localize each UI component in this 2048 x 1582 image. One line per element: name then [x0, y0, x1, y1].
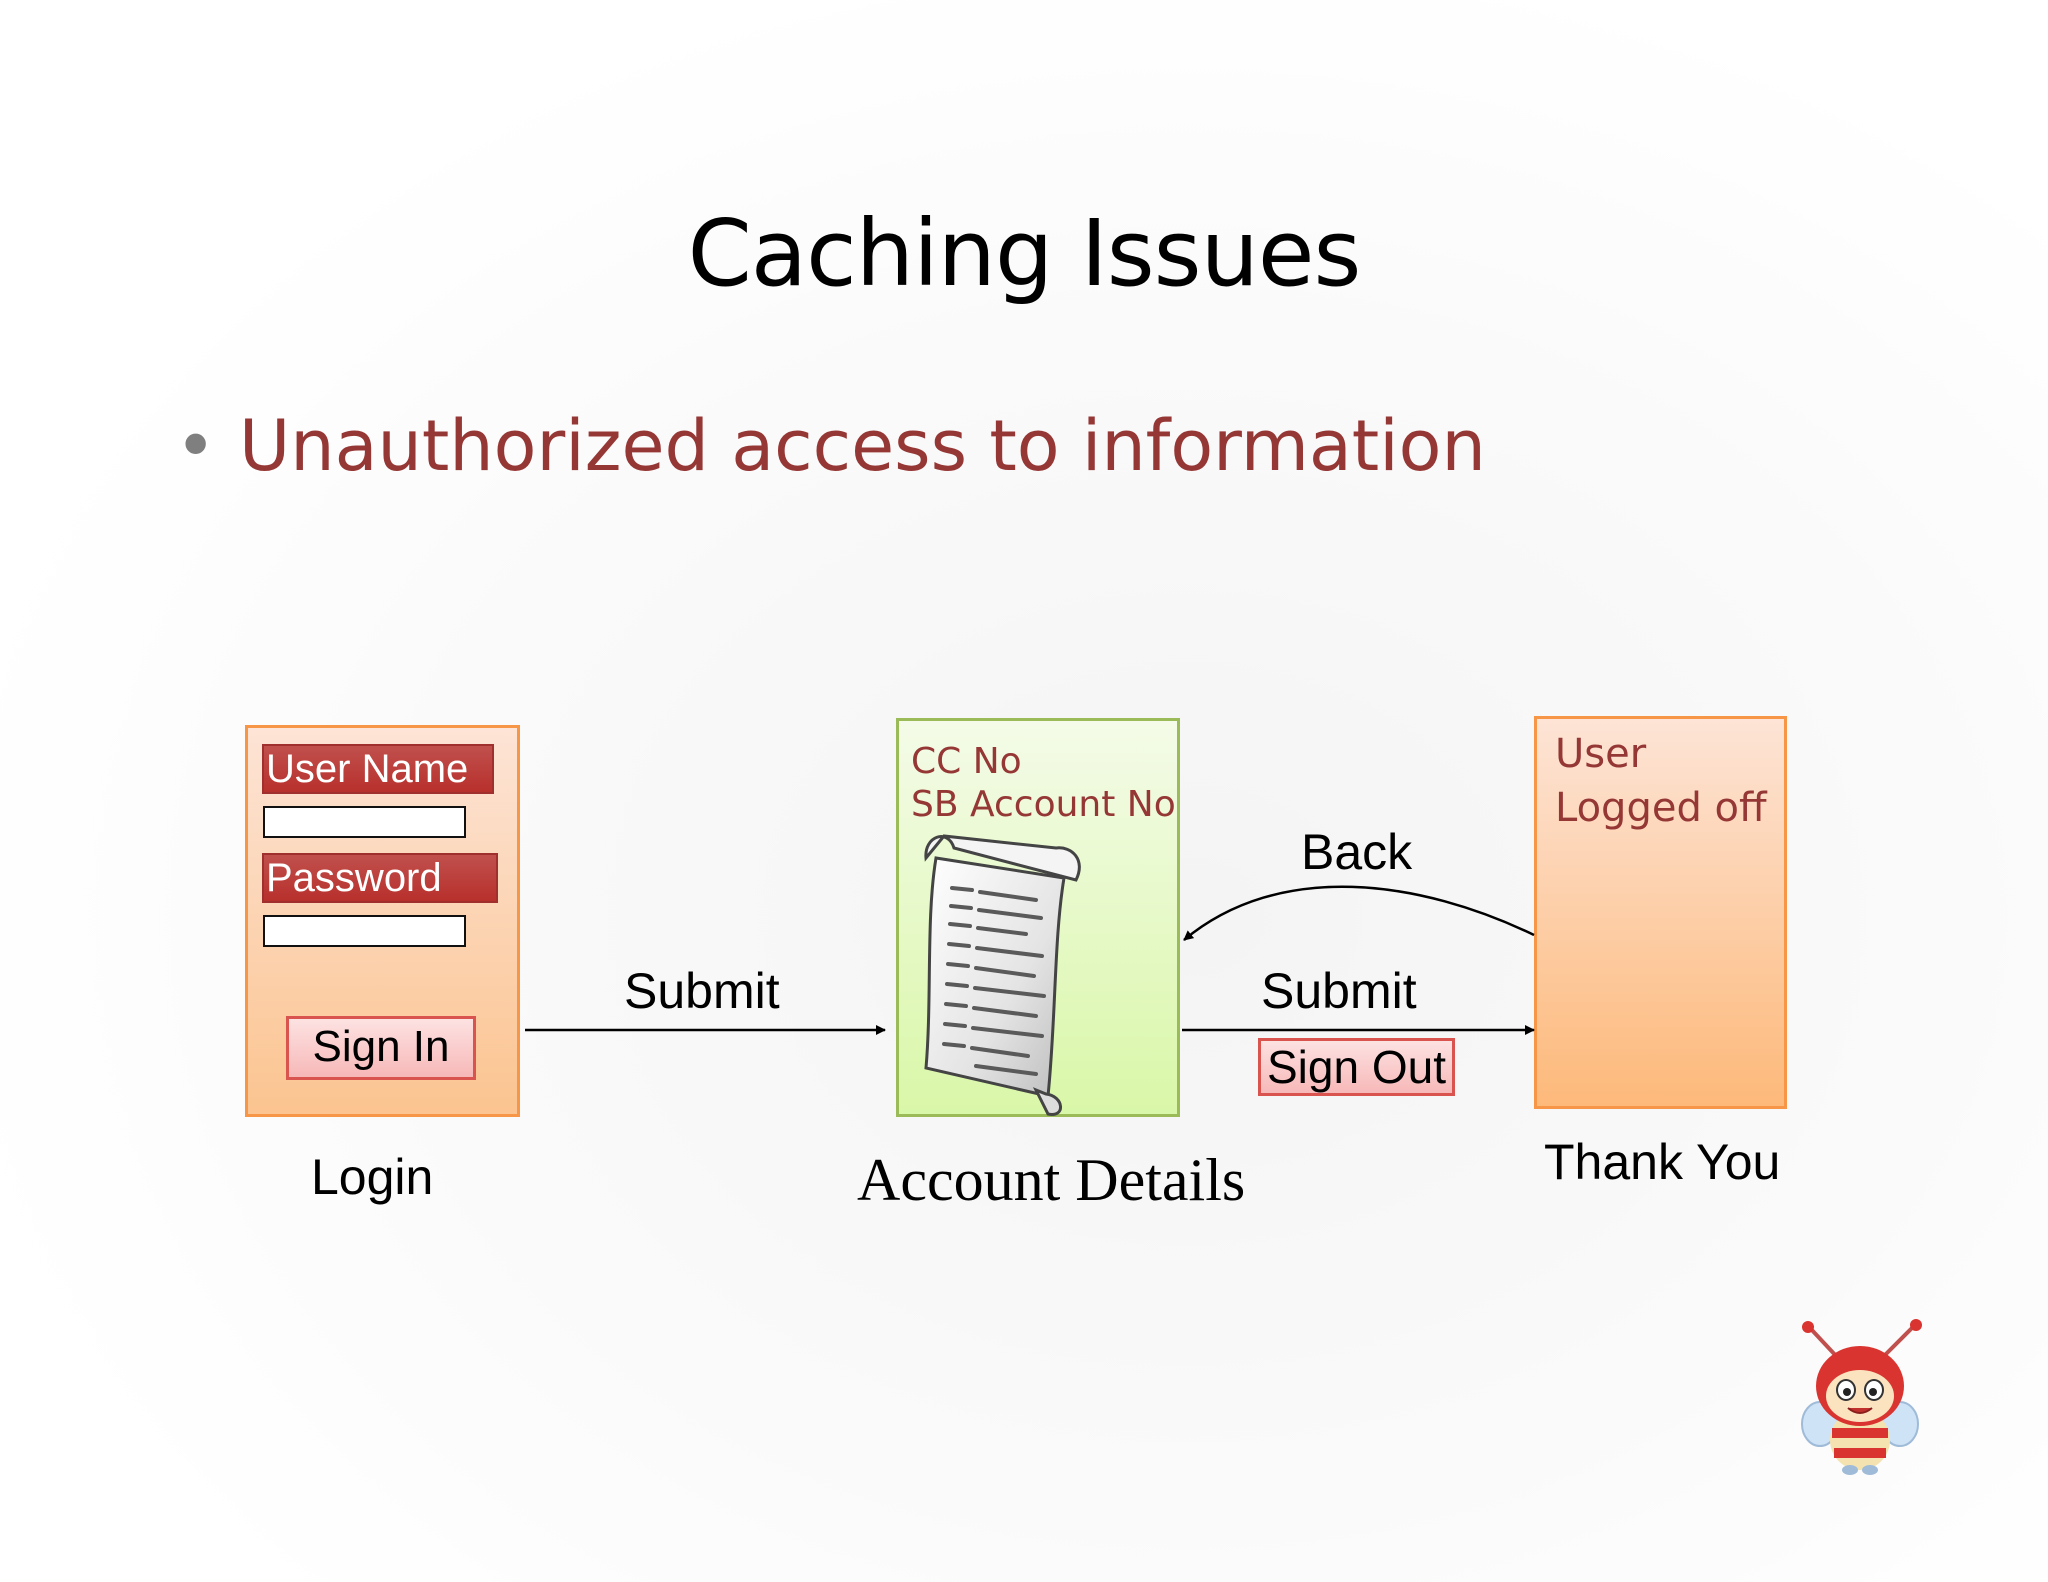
bullet-dot-icon: •	[175, 405, 217, 487]
login-panel: User Name Password Sign In	[245, 725, 520, 1117]
sign-in-button[interactable]: Sign In	[286, 1016, 476, 1080]
submit-label-2: Submit	[1261, 963, 1417, 1019]
username-label: User Name	[262, 744, 494, 794]
thank-you-panel: User Logged off	[1534, 716, 1787, 1109]
logged-off-label: Logged off	[1555, 785, 1767, 831]
account-details-caption: Account Details	[857, 1147, 1246, 1213]
password-field[interactable]	[263, 915, 466, 947]
thank-you-caption: Thank You	[1544, 1134, 1781, 1190]
bee-mascot-icon	[1801, 1319, 1922, 1475]
username-field[interactable]	[263, 806, 466, 838]
sign-out-button[interactable]: Sign Out	[1258, 1038, 1455, 1096]
sb-account-no-label: SB Account No	[911, 784, 1176, 825]
user-label: User	[1555, 731, 1647, 777]
back-label: Back	[1301, 824, 1413, 880]
slide-title: Caching Issues	[687, 200, 1362, 307]
bullet-text: Unauthorized access to information	[239, 405, 1486, 487]
back-arrow	[1183, 885, 1535, 941]
account-details-panel: CC No SB Account No	[896, 718, 1180, 1117]
bullet-item: • Unauthorized access to information	[175, 405, 1486, 487]
password-label: Password	[262, 853, 498, 903]
cc-no-label: CC No	[911, 741, 1022, 782]
scroll-document-icon	[924, 834, 1081, 1116]
login-caption: Login	[311, 1149, 434, 1205]
submit-label-1: Submit	[624, 963, 780, 1019]
